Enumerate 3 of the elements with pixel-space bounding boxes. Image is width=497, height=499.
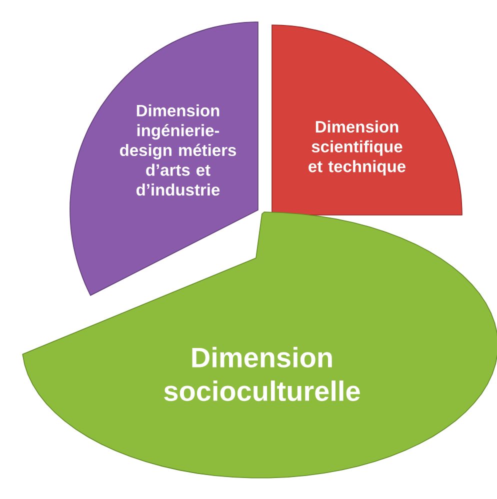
pie-sector: Dimension ingénierie-design métiers d’arts et d’industrie [70,22,258,296]
pie-sector: Dimension socioculturelle [22,212,497,478]
pie-sector: Dimension scientifique et technique [272,24,462,216]
